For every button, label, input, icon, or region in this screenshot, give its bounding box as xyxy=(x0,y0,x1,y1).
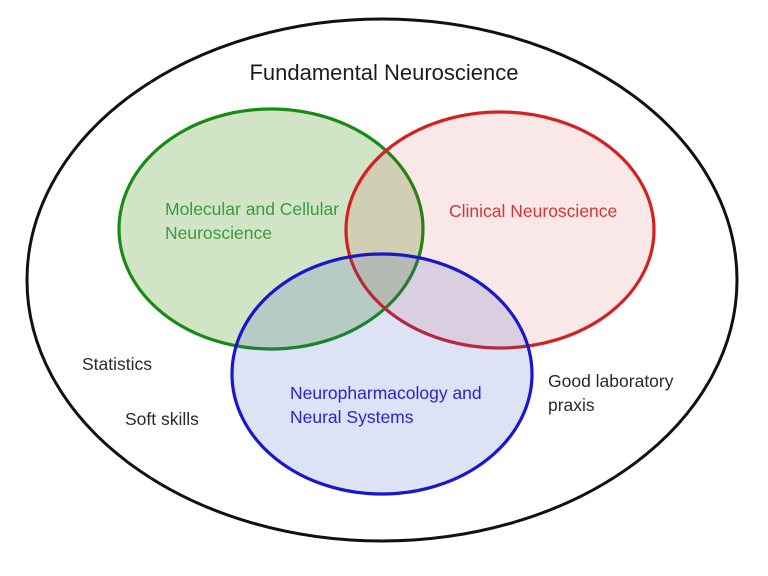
set-label-molecular-cellular: Molecular and Cellular Neuroscience xyxy=(165,197,339,245)
venn-circle-clinical xyxy=(344,110,656,350)
venn-circle-molecular-cellular xyxy=(117,107,425,351)
note-label-line: praxis xyxy=(548,395,595,415)
set-label-clinical: Clinical Neuroscience xyxy=(449,201,618,221)
set-label-neuropharmacology: Neuropharmacology and Neural Systems xyxy=(290,381,482,429)
set-label-line: Molecular and Cellular xyxy=(165,199,340,219)
note-label-statistics: Statistics xyxy=(82,354,153,374)
note-label-line: Good laboratory xyxy=(548,371,674,391)
diagram-title: Fundamental Neuroscience xyxy=(249,60,519,85)
set-label-line: Neural Systems xyxy=(290,407,414,427)
outer-ellipse-fundamental-neuroscience xyxy=(25,17,739,543)
note-label-good-laboratory-praxis: Good laboratory praxis xyxy=(548,369,674,417)
venn-circle-neuropharmacology xyxy=(230,252,534,496)
note-label-soft-skills: Soft skills xyxy=(125,409,199,429)
set-label-line: Neuroscience xyxy=(165,223,272,243)
set-label-line: Neuropharmacology and xyxy=(290,383,482,403)
